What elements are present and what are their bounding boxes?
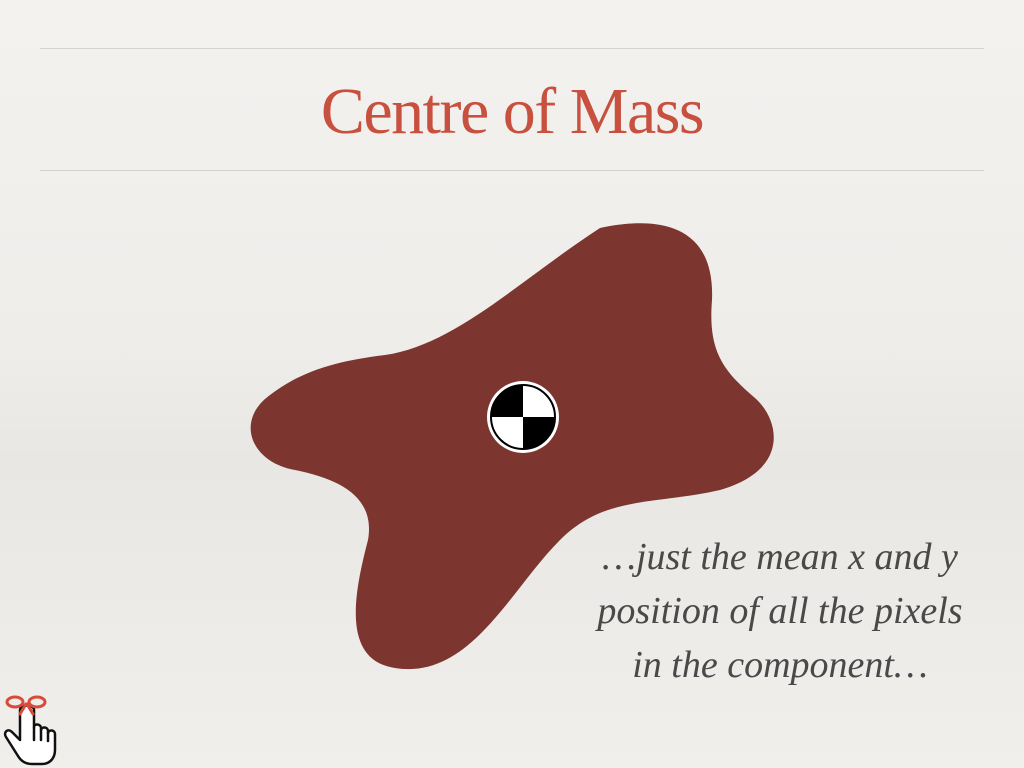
caption-line: …just the mean x and y [602, 536, 958, 578]
pointing-hand-icon[interactable] [0, 688, 64, 768]
slide-title: Centre of Mass [320, 75, 705, 148]
top-divider [40, 48, 984, 49]
caption-text: …just the mean x and y position of all t… [560, 530, 1000, 692]
centre-of-mass-icon [487, 381, 559, 453]
bottom-divider [40, 170, 984, 171]
caption-line: position of all the pixels [597, 590, 963, 632]
caption-line: in the component… [632, 644, 928, 686]
